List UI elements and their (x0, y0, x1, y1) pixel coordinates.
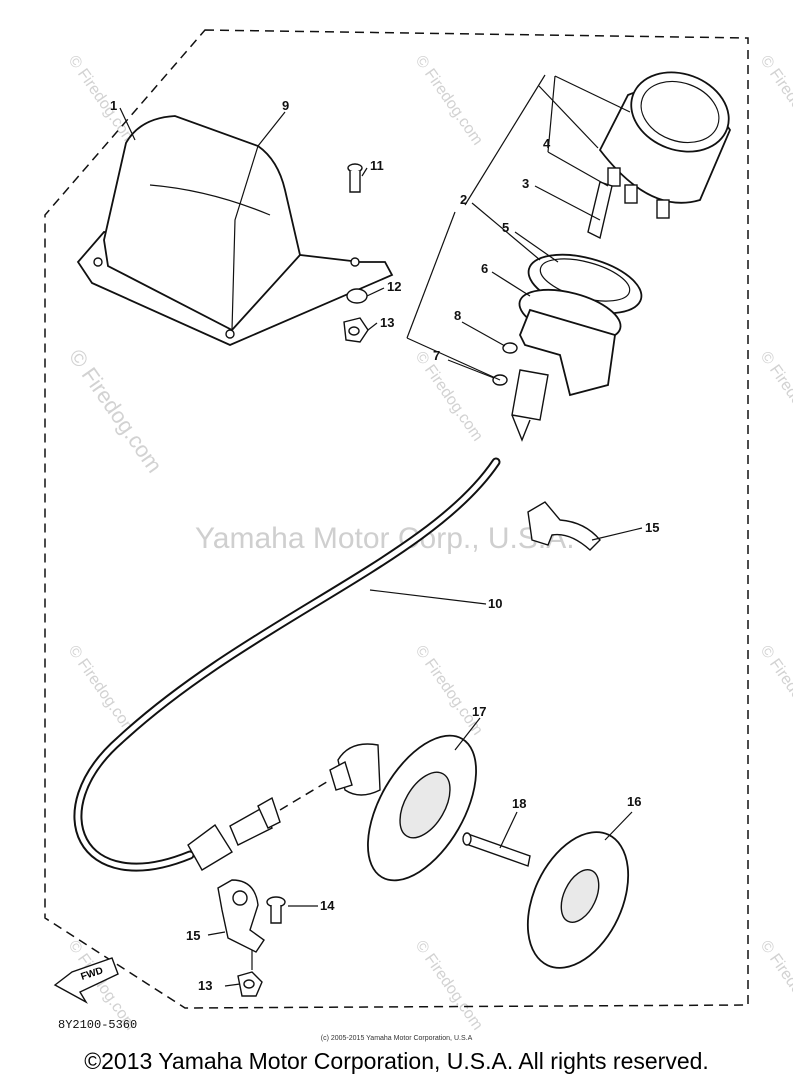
watermark-firedog: © Firedog.com (65, 53, 139, 149)
drawing-code: 8Y2100-5360 (58, 1018, 137, 1032)
part-15-clamp-lower (217, 879, 265, 953)
watermark-firedog: © Firedog.com (412, 53, 486, 149)
part-9-cover (76, 115, 394, 346)
watermark-firedog: © Firedog.com (757, 349, 793, 445)
leader-lines (119, 74, 643, 987)
small-copyright: (c) 2005-2015 Yamaha Motor Corporation, … (320, 1035, 473, 1042)
part-12-nut (346, 288, 368, 304)
part-number-label: 1 (110, 98, 117, 113)
part-meter-gauge (587, 71, 732, 240)
part-8-nut (502, 342, 518, 354)
part-number-label: 3 (522, 176, 529, 191)
watermark-firedog-left: © Firedog.com (64, 345, 167, 478)
part-number-label: 12 (387, 279, 401, 294)
watermark-firedog: © Firedog.com (757, 53, 793, 149)
part-15-clamp-upper (527, 501, 601, 551)
part-number-label: 10 (488, 596, 502, 611)
assembly-boundary (44, 29, 749, 1009)
watermark-firedog: © Firedog.com (757, 643, 793, 739)
meter-bracket (519, 308, 616, 397)
part-number-label: 13 (380, 315, 394, 330)
part-11-screw (347, 163, 363, 193)
footer-copyright: ©2013 Yamaha Motor Corporation, U.S.A. A… (84, 1048, 709, 1074)
watermark-firedog: © Firedog.com (412, 349, 486, 445)
part-number-label: 11 (370, 158, 384, 173)
part-number-label: 8 (454, 308, 461, 323)
watermark-center: Yamaha Motor Corp., U.S.A. (195, 522, 575, 555)
part-number-label: 14 (320, 898, 335, 913)
cable-connector (511, 369, 549, 442)
part-number-label: 15 (186, 928, 200, 943)
watermark-firedog: © Firedog.com (412, 938, 486, 1034)
part-13-nut-upper (343, 317, 369, 343)
fwd-arrow-icon: FWD (53, 957, 119, 1004)
part-number-label: 13 (198, 978, 212, 993)
part-17-gear-unit (329, 734, 477, 882)
watermark-firedog: © Firedog.com (65, 643, 139, 739)
part-number-label: 16 (627, 794, 641, 809)
part-13-nut-lower (237, 971, 263, 997)
part-number-label: 5 (502, 220, 509, 235)
part-18-pin (462, 832, 531, 867)
part-number-label: 7 (433, 348, 440, 363)
part-number-label: 17 (472, 704, 486, 719)
part-number-label: 2 (460, 192, 467, 207)
part-number-label: 4 (543, 136, 551, 151)
part-numbers: 1 2 3 4 5 6 7 8 9 10 11 12 13 13 14 15 1… (110, 98, 659, 993)
part-14-bolt (266, 896, 286, 924)
part-number-label: 9 (282, 98, 289, 113)
watermark-firedog: © Firedog.com (757, 938, 793, 1034)
part-number-label: 6 (481, 261, 488, 276)
cable-end-fitting (187, 779, 331, 871)
part-number-label: 18 (512, 796, 526, 811)
part-16-plate (526, 831, 630, 969)
part-number-label: 15 (645, 520, 659, 535)
